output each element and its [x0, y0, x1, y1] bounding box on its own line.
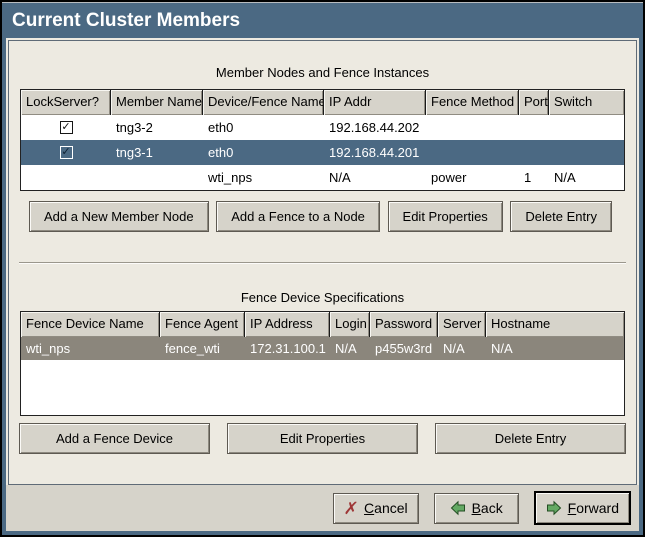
ip-addr-cell: N/A: [329, 170, 351, 185]
table-row[interactable]: ✓ wti_nps N/A power 1 N/A: [21, 165, 624, 190]
server-cell: N/A: [443, 341, 465, 356]
edit-properties-button[interactable]: Edit Properties: [387, 201, 503, 232]
fence-agent-cell: fence_wti: [165, 341, 220, 356]
fence-table-body: wti_nps fence_wti 172.31.100.1 N/A p455w…: [21, 337, 624, 415]
port-cell: 1: [524, 170, 532, 185]
column-header-login[interactable]: Login: [330, 312, 370, 337]
footer-action-bar: ✗ Cancel Back Forward: [6, 485, 639, 531]
member-table-header: LockServer? Member Name Device/Fence Nam…: [21, 90, 624, 115]
column-header-hostname[interactable]: Hostname: [486, 312, 624, 337]
column-header-member-name[interactable]: Member Name: [111, 90, 203, 115]
member-name-cell: tng3-2: [116, 120, 153, 135]
cancel-button-label: Cancel: [364, 500, 408, 516]
column-header-fence-device-name[interactable]: Fence Device Name: [21, 312, 160, 337]
fence-device-table: Fence Device Name Fence Agent IP Address…: [20, 311, 625, 416]
ip-address-cell: 172.31.100.1: [250, 341, 326, 356]
column-header-port[interactable]: Port: [519, 90, 549, 115]
back-button[interactable]: Back: [433, 492, 519, 524]
fence-edit-properties-button[interactable]: Edit Properties: [227, 423, 418, 454]
fence-table-header: Fence Device Name Fence Agent IP Address…: [21, 312, 624, 337]
delete-entry-button[interactable]: Delete Entry: [510, 201, 612, 232]
member-name-cell: tng3-1: [116, 145, 153, 160]
lockserver-cell: ✓: [21, 121, 111, 134]
forward-arrow-icon: [546, 500, 561, 516]
password-cell: p455w3rd: [375, 341, 433, 356]
ip-addr-cell: 192.168.44.202: [329, 120, 420, 135]
fence-delete-entry-button[interactable]: Delete Entry: [435, 423, 626, 454]
table-row[interactable]: ✓ tng3-1 eth0 192.168.44.201: [21, 140, 624, 165]
column-header-lockserver[interactable]: LockServer?: [21, 90, 111, 115]
hostname-cell: N/A: [491, 341, 513, 356]
column-header-ip-address[interactable]: IP Address: [245, 312, 330, 337]
column-header-device-fence-name[interactable]: Device/Fence Name: [203, 90, 324, 115]
title-bar: Current Cluster Members: [2, 2, 643, 39]
column-header-fence-method[interactable]: Fence Method: [426, 90, 519, 115]
member-nodes-table: LockServer? Member Name Device/Fence Nam…: [20, 89, 625, 191]
member-table-body: ✓ tng3-2 eth0 192.168.44.202 ✓ tng3-1: [21, 115, 624, 190]
forward-button-label: Forward: [567, 500, 619, 516]
column-header-switch[interactable]: Switch: [549, 90, 624, 115]
lockserver-checkbox[interactable]: ✓: [59, 146, 73, 159]
forward-button[interactable]: Forward: [533, 491, 631, 525]
main-area: Member Nodes and Fence Instances LockSer…: [6, 38, 639, 531]
add-new-member-node-button[interactable]: Add a New Member Node: [29, 201, 209, 232]
device-fence-name-cell: eth0: [208, 145, 234, 160]
add-fence-device-button[interactable]: Add a Fence Device: [19, 423, 210, 454]
table-row[interactable]: ✓ tng3-2 eth0 192.168.44.202: [21, 115, 624, 140]
page-title: Current Cluster Members: [12, 10, 241, 31]
content-panel: Member Nodes and Fence Instances LockSer…: [8, 40, 637, 485]
lockserver-cell: ✓: [21, 171, 111, 184]
back-button-label: Back: [471, 500, 503, 516]
lockserver-checkbox[interactable]: ✓: [59, 121, 73, 134]
column-header-server[interactable]: Server: [438, 312, 486, 337]
member-table-caption: Member Nodes and Fence Instances: [215, 65, 430, 80]
switch-cell: N/A: [554, 170, 576, 185]
member-actions-row: Add a New Member Node Add a Fence to a N…: [29, 201, 612, 232]
device-fence-name-cell: wti_nps: [208, 170, 253, 185]
lockserver-cell: ✓: [21, 146, 111, 159]
cancel-button[interactable]: ✗ Cancel: [332, 492, 419, 524]
back-arrow-icon: [450, 500, 465, 516]
ip-addr-cell: 192.168.44.201: [329, 145, 420, 160]
column-header-ip-addr[interactable]: IP Addr: [324, 90, 426, 115]
fence-device-name-cell: wti_nps: [26, 341, 71, 356]
cancel-x-icon: ✗: [342, 498, 360, 518]
fence-table-caption: Fence Device Specifications: [240, 290, 405, 305]
column-header-fence-agent[interactable]: Fence Agent: [160, 312, 245, 337]
device-fence-name-cell: eth0: [208, 120, 234, 135]
fence-method-cell: power: [431, 170, 467, 185]
login-cell: N/A: [335, 341, 357, 356]
column-header-password[interactable]: Password: [370, 312, 438, 337]
table-row[interactable]: wti_nps fence_wti 172.31.100.1 N/A p455w…: [21, 337, 624, 360]
add-fence-to-node-button[interactable]: Add a Fence to a Node: [216, 201, 380, 232]
fence-actions-row: Add a Fence Device Edit Properties Delet…: [19, 423, 626, 454]
section-divider: [19, 262, 626, 264]
